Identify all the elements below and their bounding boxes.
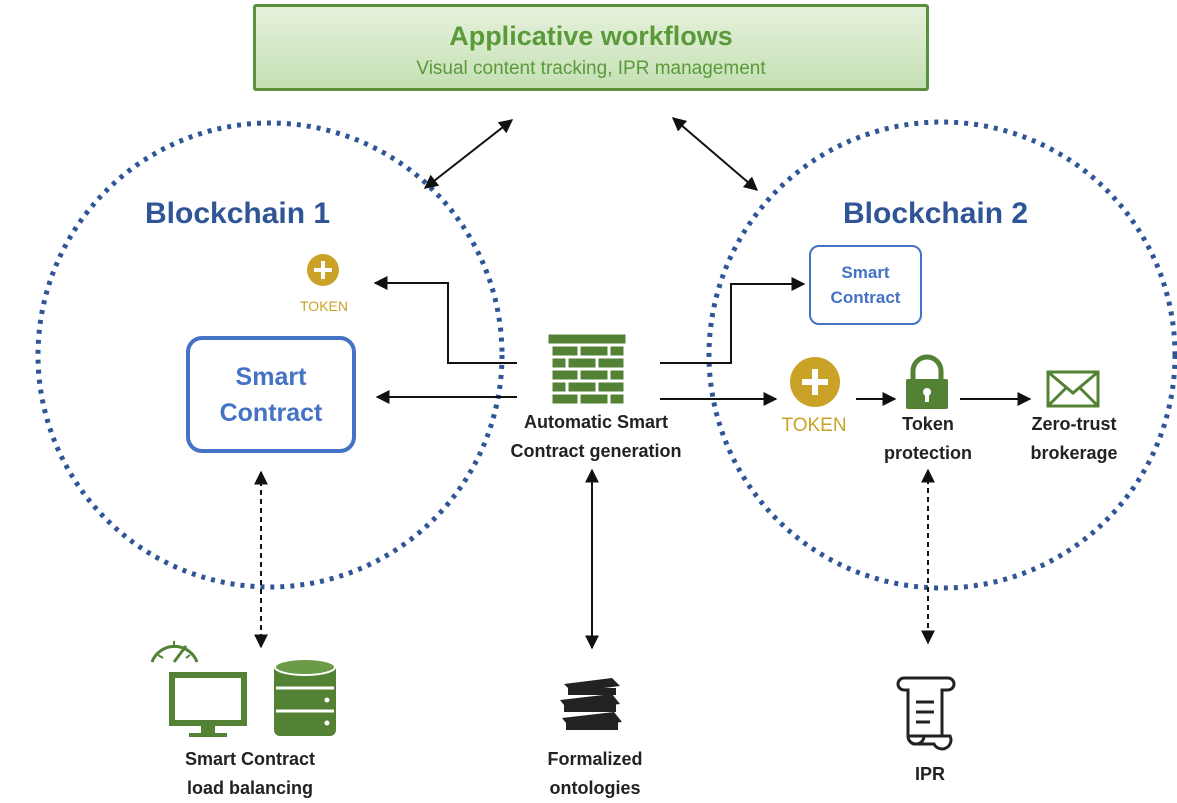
arrow-workflows-blockchain2	[671, 117, 759, 191]
label-line-1: Formalized	[547, 749, 643, 769]
zero-trust-brokerage-label: Zero-trust brokerage	[1012, 410, 1136, 468]
monitor-icon	[169, 672, 247, 737]
blockchain-1-boundary	[35, 120, 505, 590]
speedometer-icon	[150, 641, 199, 663]
ipr-label: IPR	[914, 764, 945, 784]
blockchain-2-boundary	[706, 119, 1177, 591]
ontologies-label: Formalized ontologies	[520, 745, 670, 803]
label-line-1: Smart Contract	[184, 749, 316, 769]
smart-contract-line-2: Contract	[830, 288, 901, 307]
smart-contract-line-1: Smart	[235, 362, 307, 391]
arrow-generator-to-smart-contract2	[660, 277, 806, 364]
token-protection-label: Token protection	[868, 410, 988, 468]
arrow-generator-to-token1	[373, 276, 517, 364]
blockchain-1-smart-contract: Smart Contract	[186, 336, 356, 453]
arrow-workflows-blockchain1	[423, 119, 514, 189]
blockchain-1-title: Blockchain 1	[145, 197, 331, 230]
database-icon	[274, 658, 336, 736]
smart-contract-line-1: Smart	[841, 263, 890, 282]
label-line-2: brokerage	[1030, 443, 1118, 463]
blockchain-2-title: Blockchain 2	[843, 197, 1029, 230]
blockchain-2-smart-contract: Smart Contract	[809, 245, 922, 325]
firewall-brick-icon	[545, 331, 629, 407]
scroll-icon	[896, 676, 956, 751]
label-line-2: load balancing	[186, 778, 314, 798]
label-line-2: protection	[884, 443, 972, 463]
workflows-subtitle: Visual content tracking, IPR management	[416, 58, 766, 79]
padlock-icon	[906, 354, 948, 409]
label-line-2: ontologies	[549, 778, 641, 798]
blockchain-1-token-label: TOKEN	[300, 298, 348, 314]
label-line-2: Contract generation	[510, 441, 682, 461]
smart-contract-line-2: Contract	[219, 398, 323, 427]
blockchain-2-token-label: TOKEN	[781, 415, 847, 436]
load-balancing-label: Smart Contract load balancing	[160, 745, 340, 803]
label-line-1: Token	[902, 414, 954, 434]
label-line-1: Zero-trust	[1031, 414, 1117, 434]
books-icon	[560, 678, 622, 734]
smart-contract-generator-label: Automatic Smart Contract generation	[486, 408, 706, 466]
label-line-1: Automatic Smart	[523, 412, 669, 432]
token-plus-icon	[790, 357, 840, 407]
envelope-icon	[1046, 370, 1100, 408]
applicative-workflows-box: Applicative workflows Visual content tra…	[253, 4, 929, 91]
workflows-title: Applicative workflows	[449, 21, 733, 51]
token-plus-icon	[307, 254, 339, 286]
